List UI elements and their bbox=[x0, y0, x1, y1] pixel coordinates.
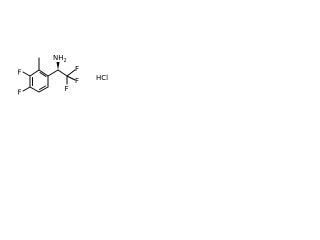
ring-bond bbox=[29, 86, 40, 93]
chemical-structure-canvas: F F NH2 F F F HCl bbox=[0, 0, 152, 152]
fluoro-bond-bottom bbox=[22, 86, 31, 92]
stereo-wedge-bond bbox=[56, 62, 60, 70]
cf3-bond-1 bbox=[66, 69, 76, 77]
ring-double-bond bbox=[39, 85, 46, 90]
ring-to-chiral-bond bbox=[47, 69, 59, 77]
salt-label: HCl bbox=[96, 74, 108, 82]
cf3-bond-2 bbox=[66, 75, 76, 81]
fluoro-bond-top bbox=[22, 71, 31, 77]
ring-bond bbox=[38, 86, 49, 93]
atom-label-amine: NH2 bbox=[53, 54, 67, 64]
ring-bond bbox=[38, 69, 49, 77]
atom-label-cf3-f1: F bbox=[75, 65, 79, 73]
atom-label-fluoro-bottom: F bbox=[18, 89, 22, 97]
atom-label-cf3-f3: F bbox=[65, 85, 69, 93]
ring-double-bond bbox=[39, 72, 47, 77]
structure-drawing: F F NH2 F F F HCl bbox=[18, 54, 109, 97]
substituent-bonds bbox=[22, 57, 76, 92]
atom-label-cf3-f2: F bbox=[75, 77, 79, 85]
benzene-ring bbox=[29, 69, 49, 93]
atom-labels: F F NH2 F F F bbox=[18, 54, 80, 97]
ring-bond bbox=[29, 69, 40, 77]
chiral-to-cf3-bond bbox=[57, 69, 68, 77]
atom-label-fluoro-top: F bbox=[18, 69, 22, 77]
